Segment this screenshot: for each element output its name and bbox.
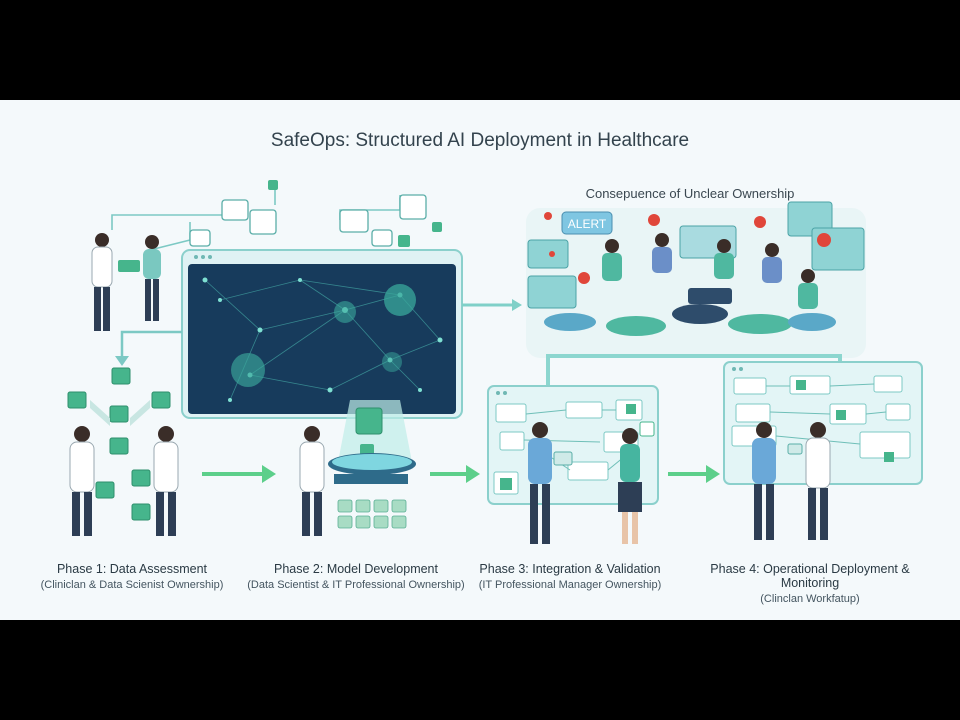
connector-to-phase1 (120, 330, 182, 358)
chart-monitor (527, 275, 577, 309)
panicked-staff (544, 233, 836, 336)
alarm-light-icon (754, 216, 766, 228)
phase-3-label: Phase 3: Integration & Validation (IT Pr… (440, 562, 700, 591)
plus-icon (796, 380, 806, 390)
consequence-title: Consepuence of Unclear Ownership (585, 186, 795, 201)
small-green-cubes (268, 180, 442, 247)
document-icon (221, 199, 249, 221)
data-cube-stack (118, 260, 140, 272)
alarm-light-icon (578, 272, 590, 284)
plus-icon (500, 478, 512, 490)
alert-banner (561, 211, 613, 235)
network-node-glow (334, 301, 356, 323)
model-cube (360, 444, 374, 456)
alarm-lights (544, 212, 831, 284)
chart-icon (189, 229, 211, 247)
ai-network-screen (181, 249, 463, 419)
phase-1-title: Phase 1: Data Assessment (56, 562, 208, 576)
model-cube (355, 407, 383, 435)
device-icon (787, 443, 803, 455)
cube-icon (432, 222, 442, 232)
consequence-scene: ALERT (526, 201, 866, 358)
file-icon (371, 229, 393, 247)
phase1-top-figures (91, 233, 161, 331)
tablet-icon (553, 451, 573, 466)
phase-2-label: Phase 2: Model Development (Data Scienti… (226, 562, 486, 591)
alarm-light-icon (544, 212, 552, 220)
phase1-figures (69, 426, 179, 536)
phase-1-owner: (Cliniclan & Data Scienist Ownership) (40, 579, 224, 591)
phase-3-owner: (IT Professional Manager Ownership) (478, 579, 662, 591)
phase4-monitoring-panel (723, 361, 923, 540)
plus-icon (884, 452, 894, 462)
alarm-light-icon (549, 251, 555, 257)
alert-label: ALERT (568, 217, 607, 231)
phase3-integration-panel (487, 385, 659, 544)
arrow-phase2-phase3 (430, 465, 480, 483)
phase-1-label: Phase 1: Data Assessment (Cliniclan & Da… (2, 562, 262, 591)
diagram-title: SafeOps: Structured AI Deployment in Hea… (270, 130, 690, 151)
connector-arrowhead (115, 356, 129, 366)
cube-outline-icon (249, 209, 277, 235)
phase-2-title: Phase 2: Model Development (274, 562, 438, 576)
phase-4-label: Phase 4: Operational Deployment & Monito… (680, 562, 940, 605)
phase-4-title: Phase 4: Operational Deployment & Monito… (710, 562, 910, 590)
arrow-phase3-phase4 (668, 465, 720, 483)
graph-monitor (811, 227, 865, 271)
arrow-to-consequence (462, 299, 522, 311)
phase-arrows (202, 465, 720, 483)
arrow-phase1-phase2 (202, 465, 276, 483)
network-node-glow (382, 352, 402, 372)
phase-3-title: Phase 3: Integration & Validation (479, 562, 661, 576)
alarm-light-icon (817, 233, 831, 247)
plus-icon (626, 404, 636, 414)
phase2-scene (299, 400, 416, 536)
cube-icon (398, 235, 410, 247)
phase-4-owner: (Clinclan Workfatup) (760, 593, 860, 605)
check-icon (639, 421, 655, 437)
network-node-glow (384, 284, 416, 316)
warning-monitor (527, 239, 569, 269)
database-icon (339, 209, 369, 233)
phase1-data-cubes (67, 367, 171, 521)
heart-icon (399, 194, 427, 220)
alarm-light-icon (648, 214, 660, 226)
phase-2-owner: (Data Scientist & IT Professional Owners… (247, 579, 465, 591)
plus-icon (836, 410, 846, 420)
network-node-glow (231, 353, 265, 387)
diagram-canvas: ALERT (0, 100, 960, 620)
diagram-graphics: ALERT (67, 180, 923, 544)
floating-data-icons (189, 194, 427, 247)
cube-icon (268, 180, 278, 190)
